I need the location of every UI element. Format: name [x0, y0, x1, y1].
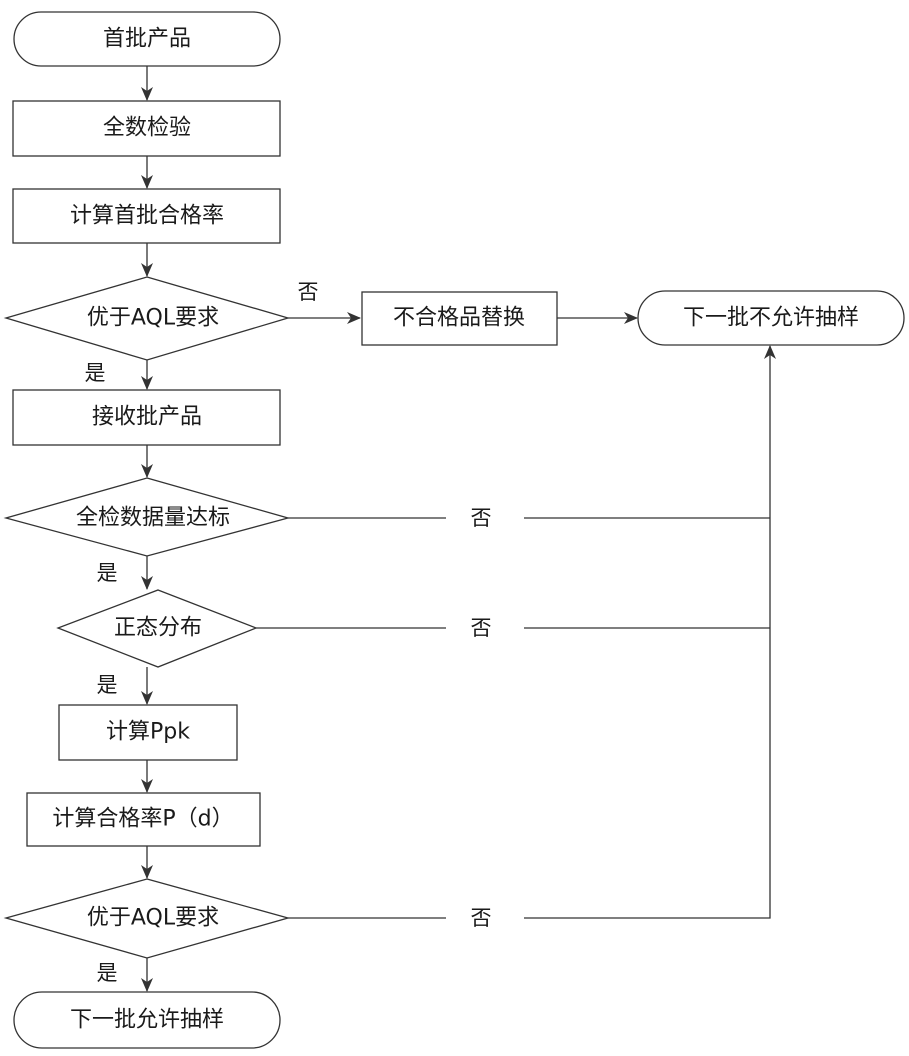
aql-1-no-label: 否 — [298, 280, 319, 304]
next-not-allowed-label: 下一批不允许抽样 — [683, 306, 859, 331]
accept-batch-box — [12, 389, 281, 446]
aql-2-no-label: 否 — [471, 906, 492, 930]
start-terminal — [13, 11, 281, 67]
decision-normal-label: 正态分布 — [114, 616, 202, 641]
edge-aql2-no-to-next-not-allowed — [524, 345, 776, 919]
nodes: 首批产品 全数检验 计算首批合格率 优于AQL要求 不合格品替换 下一批不允许抽… — [3, 11, 905, 1049]
edge-labels: 否 是 否 是 否 是 否 是 — [85, 280, 492, 985]
aql-1-yes-label: 是 — [85, 361, 106, 385]
calc-ppk-label: 计算Ppk — [106, 720, 190, 745]
calc-ppk-box — [58, 704, 238, 761]
decision-aql-1-label: 优于AQL要求 — [87, 306, 219, 331]
decision-aql-2-diamond — [3, 878, 291, 959]
decision-data-volume-label: 全检数据量达标 — [76, 506, 230, 531]
decision-aql-2-label: 优于AQL要求 — [87, 906, 219, 931]
normal-yes-label: 是 — [97, 673, 118, 697]
start-label: 首批产品 — [103, 27, 191, 52]
decision-normal-diamond — [56, 589, 258, 668]
calc-yield-pd-box — [26, 792, 261, 847]
full-inspection-box — [12, 100, 281, 157]
calc-first-yield-box — [12, 188, 281, 244]
aql-2-yes-label: 是 — [97, 961, 118, 985]
accept-batch-label: 接收批产品 — [92, 405, 202, 430]
end-label: 下一批允许抽样 — [70, 1008, 224, 1033]
replace-defective-box — [361, 291, 558, 346]
next-not-allowed-terminal — [637, 290, 905, 346]
calc-yield-pd-label: 计算合格率P（d） — [52, 807, 233, 832]
full-inspection-label: 全数检验 — [103, 116, 191, 141]
edges — [141, 66, 776, 992]
replace-defective-label: 不合格品替换 — [393, 306, 525, 331]
calc-first-yield-label: 计算首批合格率 — [70, 204, 224, 229]
normal-no-label: 否 — [471, 616, 492, 640]
data-volume-yes-label: 是 — [97, 561, 118, 585]
decision-aql-1-diamond — [3, 276, 291, 361]
decision-data-volume-diamond — [3, 477, 291, 557]
end-terminal — [13, 991, 281, 1049]
data-volume-no-label: 否 — [471, 506, 492, 530]
